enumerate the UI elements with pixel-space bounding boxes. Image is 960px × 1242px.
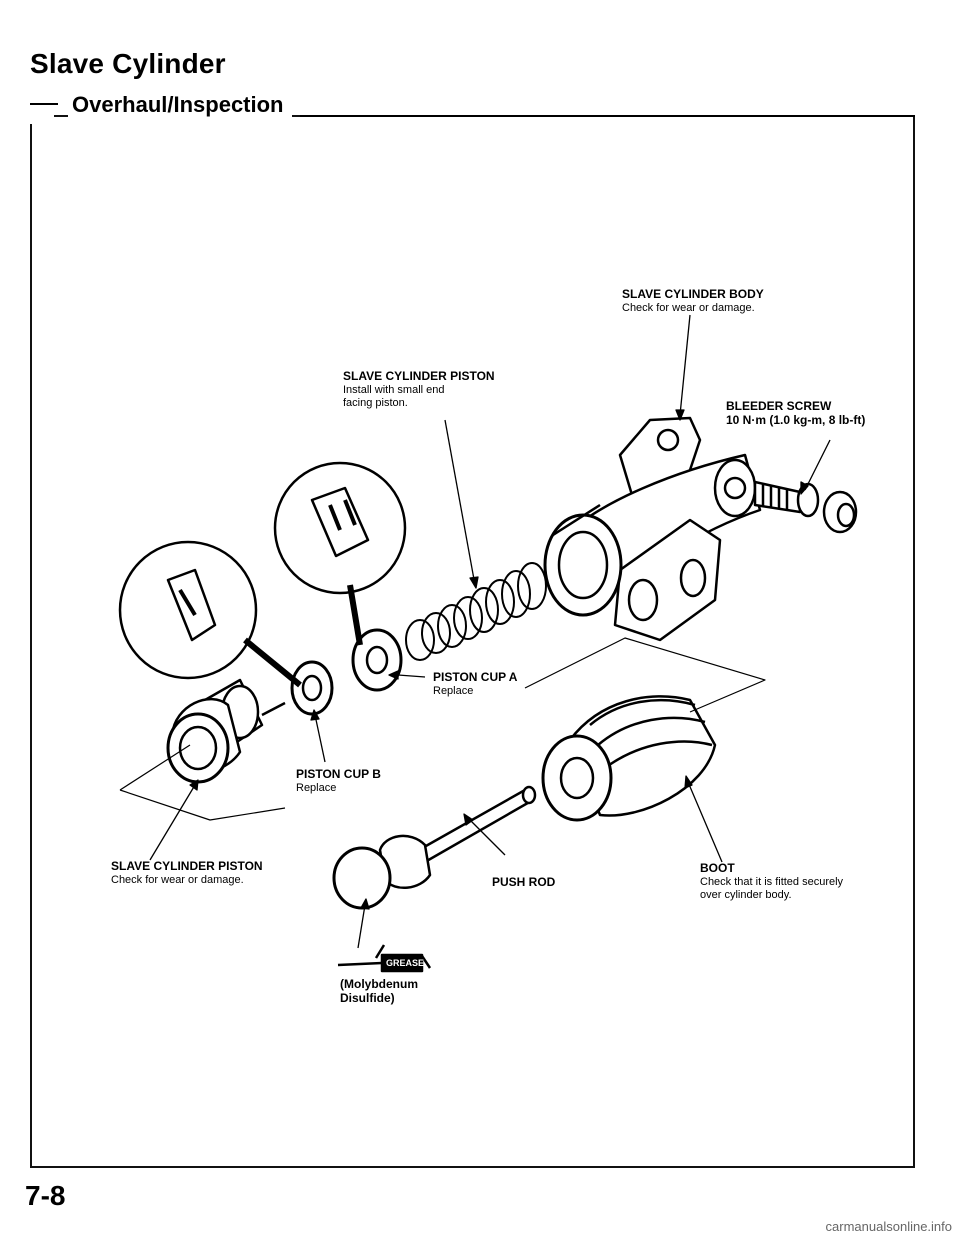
label-note: Check for wear or damage. <box>622 302 755 314</box>
label-slave-cylinder-piston-top: SLAVE CYLINDER PISTON Install with small… <box>343 370 495 410</box>
label-torque: 10 N·m (1.0 kg-m, 8 lb-ft) <box>726 413 866 427</box>
section-subtitle: Overhaul/Inspection <box>68 92 292 118</box>
label-piston-cup-a: PISTON CUP A Replace <box>433 671 517 698</box>
label-push-rod: PUSH ROD <box>492 876 555 890</box>
leader-lines <box>149 314 831 949</box>
label-grease-line1: (Molybdenum <box>340 977 418 991</box>
slave-cylinder-body-drawing <box>543 416 762 642</box>
label-name: SLAVE CYLINDER PISTON <box>111 859 263 873</box>
slave-cylinder-piston-drawing <box>119 678 286 821</box>
label-piston-cup-b: PISTON CUP B Replace <box>296 768 381 795</box>
label-note: Replace <box>433 685 474 697</box>
label-name: SLAVE CYLINDER BODY <box>622 287 764 301</box>
label-name: PUSH ROD <box>492 875 556 889</box>
label-slave-cylinder-piston-bottom: SLAVE CYLINDER PISTON Check for wear or … <box>111 860 263 887</box>
label-note: over cylinder body. <box>700 889 792 901</box>
watermark: carmanualsonline.info <box>825 1219 952 1234</box>
piston-cup-b-drawing <box>290 660 334 716</box>
label-name: PISTON CUP B <box>296 767 381 781</box>
label-note: Install with small end <box>343 384 445 396</box>
label-note: Check for wear or damage. <box>111 874 244 886</box>
page-number: 7-8 <box>25 1180 66 1211</box>
label-grease: (Molybdenum Disulfide) <box>340 978 418 1006</box>
grease-badge: GREASE <box>386 958 425 968</box>
boot-drawing <box>524 637 766 822</box>
grease-symbol-drawing <box>337 944 432 973</box>
label-bleeder-screw: BLEEDER SCREW 10 N·m (1.0 kg-m, 8 lb-ft) <box>726 400 865 428</box>
cup-detail-circles <box>118 461 407 688</box>
label-note: Replace <box>296 782 337 794</box>
label-name: PISTON CUP A <box>433 670 518 684</box>
label-slave-cylinder-body: SLAVE CYLINDER BODY Check for wear or da… <box>622 288 764 315</box>
page-title: Slave Cylinder <box>30 48 226 79</box>
label-name: BOOT <box>700 861 735 875</box>
label-name: BLEEDER SCREW <box>726 399 832 413</box>
label-note: facing piston. <box>343 397 408 409</box>
spring-drawing <box>405 562 547 661</box>
label-boot: BOOT Check that it is fitted securely ov… <box>700 862 843 902</box>
label-name: SLAVE CYLINDER PISTON <box>343 369 495 383</box>
label-note: Check that it is fitted securely <box>700 876 844 888</box>
label-grease-line2: Disulfide) <box>340 991 395 1005</box>
